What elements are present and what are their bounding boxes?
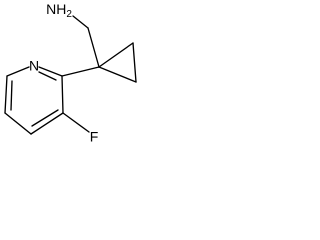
double-bond-inner-c3-c4 — [31, 109, 59, 127]
bond-ch2-to-cyclopropyl — [87, 27, 100, 68]
bond-c5-to-c6 — [4, 75, 8, 114]
bond-c3-to-f — [62, 112, 90, 133]
molecule-canvas: NH2 N F — [0, 0, 146, 158]
bond-cyclopropyl-1 — [98, 42, 134, 68]
double-bond-inner-c5-c6 — [10, 80, 13, 111]
bond-cyclopropyl-2 — [132, 42, 137, 83]
bond-cyclopropyl-to-pyridine — [61, 66, 100, 77]
nh2-subscript-text: 2 — [66, 9, 72, 20]
nh2-main-text: NH — [46, 1, 66, 17]
bond-cyclopropyl-3 — [98, 66, 137, 83]
fluorine-label: F — [90, 129, 99, 145]
bond-ch2-to-nh2 — [72, 15, 89, 29]
bond-c3-to-c4 — [30, 112, 64, 135]
bond-c6-to-n — [6, 66, 30, 77]
nh2-label: NH2 — [46, 1, 72, 20]
bond-n-to-c2 — [38, 66, 63, 77]
double-bond-inner-n-c2 — [38, 71, 57, 81]
ring-nitrogen-label: N — [29, 58, 39, 74]
bond-c2-to-c3 — [61, 75, 64, 114]
structure-diagram: NH2 N F — [4, 1, 137, 145]
bond-c4-to-c5 — [4, 112, 32, 135]
